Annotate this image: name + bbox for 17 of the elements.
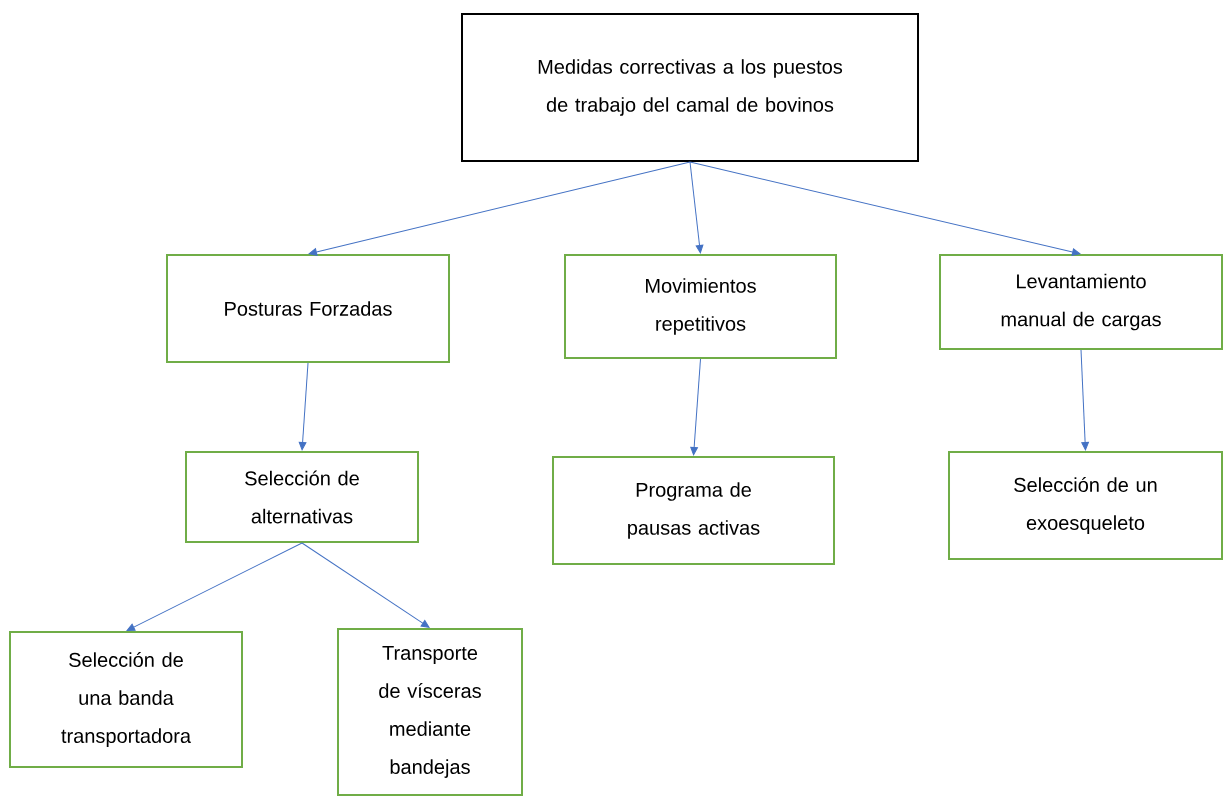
arrow	[301, 542, 430, 628]
arrow	[126, 542, 303, 631]
arrow	[689, 161, 704, 254]
process-box: Transporte de vísceras mediante bandejas	[337, 628, 523, 796]
arrow	[308, 161, 691, 256]
arrow	[690, 358, 701, 456]
process-box: Medidas correctivas a los puestos de trabajo del camal de bovinos	[461, 13, 919, 162]
arrow	[689, 161, 1081, 256]
process-box: Movimientos repetitivos	[564, 254, 837, 359]
arrow	[1080, 349, 1089, 451]
arrow	[298, 362, 309, 451]
process-box: Programa de pausas activas	[552, 456, 835, 565]
process-box: Selección de alternativas	[185, 451, 419, 543]
process-box: Posturas Forzadas	[166, 254, 450, 363]
process-box: Levantamiento manual de cargas	[939, 254, 1223, 350]
process-box: Selección de una banda transportadora	[9, 631, 243, 768]
process-box: Selección de un exoesqueleto	[948, 451, 1223, 560]
